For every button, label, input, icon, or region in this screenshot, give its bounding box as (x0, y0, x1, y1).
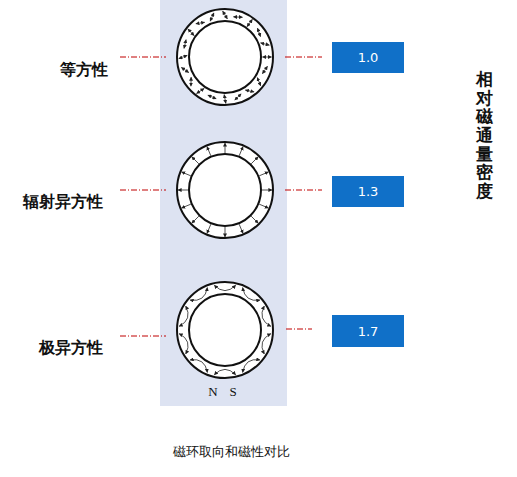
value-box: 1.0 (332, 42, 404, 73)
orientation-label: 极异方性 (39, 338, 103, 357)
pole-label: N (208, 384, 217, 400)
magnet-rings (177, 9, 273, 378)
orientation-label: 等方性 (60, 60, 108, 79)
orientation-label: 辐射异方性 (23, 192, 103, 211)
axis-label: 相对磁通量密度 (476, 70, 493, 201)
background-band (160, 0, 287, 406)
value-text: 1.0 (358, 50, 379, 65)
value-text: 1.3 (358, 184, 379, 199)
value-text: 1.7 (358, 324, 379, 339)
value-box: 1.3 (332, 176, 404, 207)
value-box: 1.7 (332, 315, 404, 347)
ring (177, 142, 273, 238)
caption: 磁环取向和磁性对比 (173, 444, 290, 460)
ring (177, 9, 273, 105)
ring (177, 282, 273, 378)
pole-label: S (229, 384, 236, 400)
